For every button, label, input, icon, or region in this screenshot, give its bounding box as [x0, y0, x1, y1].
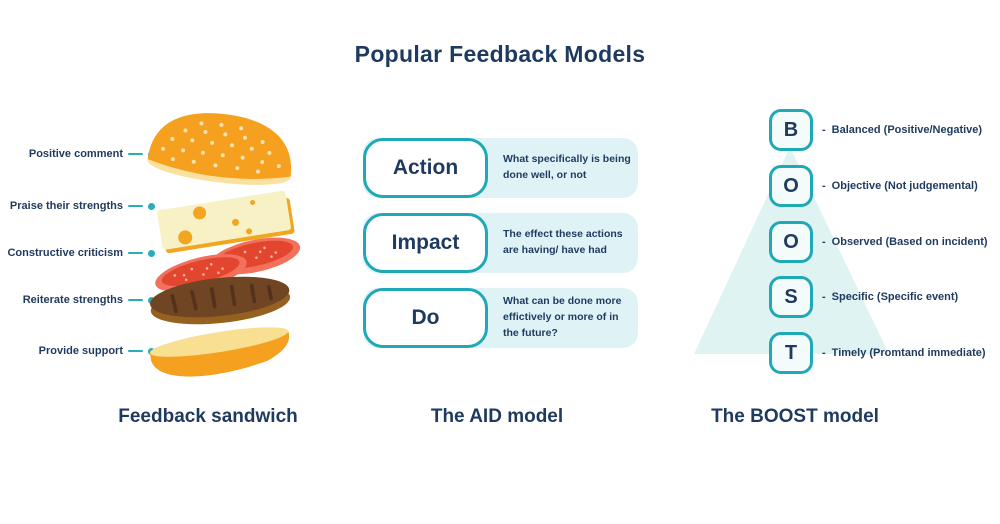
- aid-do-box: Do: [363, 288, 488, 348]
- boost-letter-b: B: [783, 118, 799, 141]
- cheese-icon: [157, 190, 295, 254]
- bullet-dash: -: [822, 291, 826, 303]
- bullet-dash: -: [822, 180, 826, 192]
- boost-term: Balanced: [831, 124, 881, 136]
- boost-term: Specific: [831, 291, 874, 303]
- bottom-bun-icon: [149, 327, 290, 377]
- sandwich-label-row: Provide support: [39, 345, 155, 357]
- aid-row-action: Action What specifically is being done w…: [363, 138, 638, 198]
- boost-term: Observed: [831, 236, 883, 248]
- section-title-feedback-sandwich: Feedback sandwich: [118, 406, 298, 427]
- bullet-dash: -: [822, 347, 826, 359]
- boost-box-b: B: [769, 109, 813, 151]
- sandwich-label-constructive-criticism: Constructive criticism: [7, 247, 123, 259]
- top-bun-icon: [147, 113, 292, 185]
- sandwich-label-provide-support: Provide support: [38, 345, 123, 357]
- aid-impact-label: Impact: [391, 231, 460, 254]
- leader-dot-icon: [148, 202, 155, 210]
- bullet-dash: -: [822, 236, 826, 248]
- boost-term: Timely: [831, 347, 867, 359]
- boost-desc-timely: - Timely (Promtand immediate): [822, 332, 986, 374]
- boost-desc-specific: - Specific (Specific event): [822, 276, 958, 318]
- page-title: Popular Feedback Models: [354, 41, 646, 67]
- boost-detail: (Promtand immediate): [869, 347, 986, 359]
- boost-desc-balanced: - Balanced (Positive/Negative): [822, 109, 982, 151]
- sandwich-label-row: Praise their strengths: [10, 200, 155, 212]
- boost-box-s: S: [769, 276, 813, 318]
- aid-impact-description: The effect these actions are having/ hav…: [503, 228, 623, 256]
- leader-dot-icon: [148, 249, 155, 257]
- boost-detail: (Based on incident): [885, 236, 988, 248]
- aid-action-box: Action: [363, 138, 488, 198]
- boost-letter-o2: O: [783, 230, 799, 253]
- sandwich-label-row: Constructive criticism: [7, 247, 155, 259]
- sandwich-label-row: Reiterate strengths: [23, 294, 155, 306]
- boost-box-o2: O: [769, 221, 813, 263]
- boost-detail: (Positive/Negative): [883, 124, 983, 136]
- aid-row-do: Do What can be done more effictively or …: [363, 288, 638, 348]
- sandwich-label-row: Positive comment: [29, 148, 155, 160]
- sandwich-label-reiterate-strengths: Reiterate strengths: [22, 294, 123, 306]
- sandwich-label-praise-strengths: Praise their strengths: [9, 200, 123, 212]
- boost-detail: (Specific event): [876, 291, 959, 303]
- leader-line: [128, 252, 143, 254]
- aid-action-label: Action: [392, 156, 459, 179]
- tomato-slice-icon: [155, 254, 247, 292]
- patty-icon: [150, 276, 291, 325]
- boost-letter-t: T: [784, 341, 798, 364]
- boost-box-o1: O: [769, 165, 813, 207]
- aid-impact-box: Impact: [363, 213, 488, 273]
- leader-line: [128, 350, 143, 352]
- burger-illustration: [147, 113, 301, 377]
- section-title-aid-model: The AID model: [430, 406, 564, 427]
- boost-box-t: T: [769, 332, 813, 374]
- aid-action-description: What specifically is being done well, or…: [503, 153, 631, 181]
- boost-letter-o1: O: [783, 174, 799, 197]
- leader-line: [128, 299, 143, 301]
- leader-line: [128, 205, 143, 207]
- bullet-dash: -: [822, 124, 826, 136]
- boost-desc-objective: - Objective (Not judgemental): [822, 165, 978, 207]
- section-title-boost-model: The BOOST model: [711, 406, 879, 427]
- boost-detail: (Not judgemental): [884, 180, 978, 192]
- leader-line: [128, 153, 143, 155]
- aid-do-label: Do: [411, 306, 440, 329]
- boost-letter-s: S: [784, 285, 798, 308]
- sandwich-label-positive-comment: Positive comment: [28, 148, 123, 160]
- boost-term: Objective: [831, 180, 882, 192]
- aid-row-impact: Impact The effect these actions are havi…: [363, 213, 638, 273]
- aid-do-description: What can be done more effictively or mor…: [503, 295, 622, 339]
- boost-desc-observed: - Observed (Based on incident): [822, 221, 988, 263]
